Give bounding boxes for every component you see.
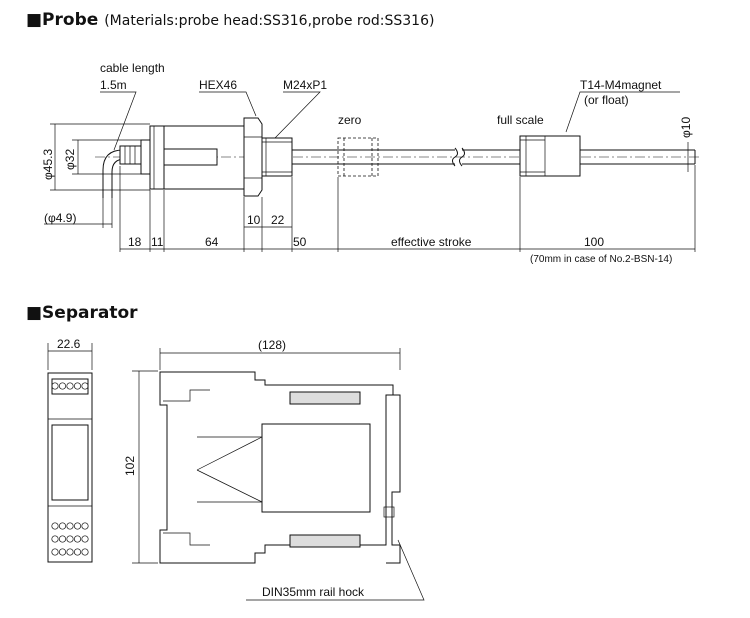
dim-50: 50 — [293, 235, 307, 249]
label-full-scale: full scale — [497, 113, 544, 127]
terminal-screw — [66, 382, 74, 390]
terminal-screw — [73, 548, 82, 556]
terminal-screw — [73, 522, 82, 530]
float-zero-position — [337, 137, 379, 177]
terminal-block-bottom — [289, 534, 361, 548]
dim-width: 22.6 — [57, 337, 81, 351]
label-cable-length: cable length — [100, 61, 165, 75]
probe-head-flange — [149, 125, 165, 190]
rod-break-left — [452, 147, 458, 167]
label-or-float: (or float) — [584, 93, 629, 107]
label-hex: HEX46 — [199, 78, 237, 92]
label-dia-cable: (φ4.9) — [44, 211, 76, 225]
terminal-screw — [73, 535, 82, 543]
terminal-screw — [66, 548, 74, 556]
terminal-row-top — [51, 382, 89, 390]
terminal-screw — [73, 382, 82, 390]
terminal-screw — [81, 548, 89, 556]
cable-gland — [119, 145, 143, 165]
label-thread: M24xP1 — [283, 78, 327, 92]
terminal-screw — [66, 522, 74, 530]
separator-label-panel — [261, 423, 371, 513]
label-magnet: T14-M4magnet — [580, 78, 662, 92]
label-zero: zero — [338, 113, 362, 127]
probe-materials-note: (Materials:probe head:SS316,probe rod:SS… — [104, 13, 435, 29]
dim-effective-stroke: effective stroke — [391, 235, 472, 249]
float-full-scale — [519, 135, 581, 177]
dim-100: 100 — [584, 235, 604, 249]
terminal-screw — [51, 535, 59, 543]
terminal-screw — [58, 522, 67, 530]
terminal-screw — [58, 548, 67, 556]
probe-title-text: ■Probe — [26, 10, 99, 30]
label-dia-rod: φ10 — [679, 117, 693, 138]
terminal-screw — [66, 535, 74, 543]
label-dia-head: φ45.3 — [41, 149, 55, 180]
separator-section-title: ■Separator — [26, 303, 138, 323]
terminal-block-top — [289, 391, 361, 405]
separator-drawing: 22.6 (128) 102 DIN35mm rail hock — [47, 337, 425, 601]
terminal-screw — [58, 382, 67, 390]
terminal-row-bottom — [51, 522, 89, 556]
terminal-screw — [81, 382, 89, 390]
dim-10: 10 — [247, 213, 261, 227]
label-din-rail: DIN35mm rail hock — [262, 585, 365, 599]
thread-section — [261, 137, 293, 177]
terminal-screw — [51, 522, 59, 530]
label-dia-body: φ32 — [63, 149, 77, 170]
terminal-screw — [81, 535, 89, 543]
terminal-screw — [81, 522, 89, 530]
dim-11: 11 — [151, 235, 164, 249]
rod-break-right — [459, 147, 465, 167]
din-rail-clip — [386, 394, 401, 564]
dim-depth: (128) — [258, 338, 286, 352]
probe-drawing: cable length 1.5m HEX46 M24xP1 zero full… — [41, 61, 700, 265]
terminal-screw — [51, 382, 59, 390]
dim-18: 18 — [128, 235, 142, 249]
label-cable-value: 1.5m — [100, 78, 127, 92]
terminal-screw — [51, 548, 59, 556]
probe-section-title: ■Probe (Materials:probe head:SS316,probe… — [26, 10, 434, 30]
probe-head-cap — [140, 139, 151, 175]
separator-front-panel — [51, 424, 89, 501]
dim-22: 22 — [271, 213, 285, 227]
terminal-screw — [58, 535, 67, 543]
dim-note: (70mm in case of No.2-BSN-14) — [530, 254, 672, 265]
dim-64: 64 — [205, 235, 219, 249]
hex-nut — [243, 117, 263, 197]
dim-height: 102 — [123, 456, 137, 476]
